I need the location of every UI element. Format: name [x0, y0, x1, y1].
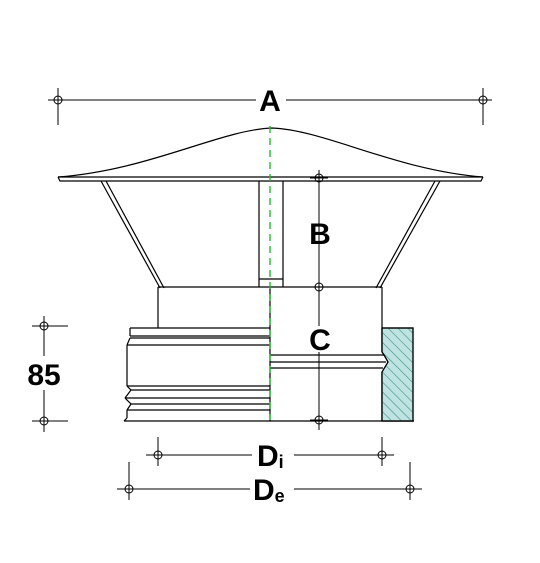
- dimension-di: Di: [146, 437, 394, 473]
- label-di: Di: [257, 440, 284, 473]
- dimension-b: B: [309, 170, 331, 300]
- insulation-section: [381, 327, 414, 422]
- dimension-85: 85: [22, 316, 68, 432]
- label-de: De: [253, 474, 285, 507]
- dimension-c: C: [306, 287, 334, 430]
- dimension-a: A: [48, 85, 492, 125]
- label-b: B: [309, 218, 331, 251]
- label-height-85: 85: [27, 359, 60, 392]
- label-a: A: [259, 85, 281, 118]
- label-c: C: [309, 324, 331, 357]
- body-left-exterior: [123, 327, 270, 422]
- dimension-de: De: [117, 462, 422, 507]
